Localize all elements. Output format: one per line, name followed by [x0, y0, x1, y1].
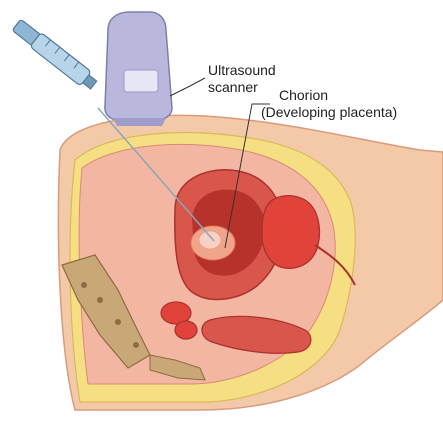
- bladder-shape: [262, 196, 319, 269]
- ultrasound-leader-line: [170, 78, 205, 96]
- bowel-loop-2: [175, 321, 197, 339]
- gestational-sac: [199, 231, 221, 249]
- scanner-head: [113, 118, 166, 126]
- ultrasound-label-line1: Ultrasound: [208, 62, 276, 79]
- chorion-label: Chorion (Developing placenta): [279, 87, 397, 121]
- syringe-barrel: [30, 32, 92, 86]
- chorion-label-line1: Chorion: [279, 87, 397, 104]
- chorion-label-line2: (Developing placenta): [261, 104, 397, 121]
- ultrasound-probe-icon: [105, 12, 172, 126]
- scanner-window: [124, 70, 158, 92]
- scanner-body: [105, 12, 172, 120]
- ultrasound-label-line2: scanner: [208, 79, 276, 96]
- ultrasound-scanner-label: Ultrasound scanner: [208, 62, 276, 96]
